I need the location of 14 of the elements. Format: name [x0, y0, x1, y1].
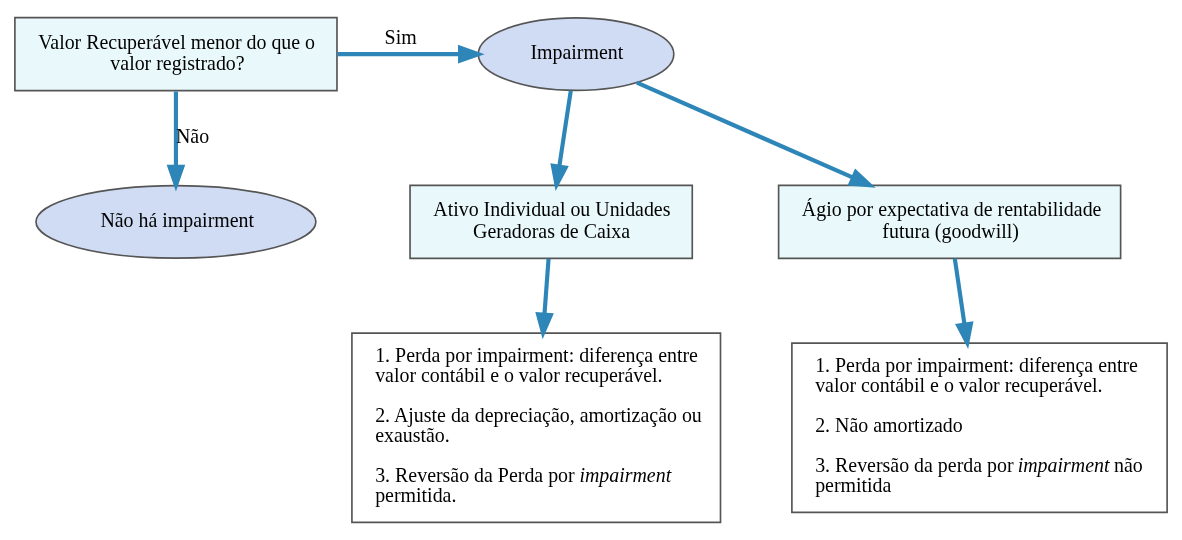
node-box: Ativo Individual ou Unidades Geradoras de Caixa [409, 184, 694, 260]
node-ellipse: Não há impairment [35, 184, 317, 259]
arrow [337, 44, 485, 64]
arrow [952, 258, 974, 350]
arrow [550, 90, 573, 192]
arrow [636, 80, 876, 188]
arrow [166, 91, 186, 192]
node-box: 1. Perda por impairment: diferença entre valor contábil e o valor recuperável. 2. Ajuste da depreciação, amortização ou exaustão. 3. Reversão da Perda por impairment permitida. [351, 332, 722, 524]
arrow [535, 258, 554, 340]
edge-label: Sim [384, 25, 417, 48]
node-ellipse: Impairment [477, 17, 675, 92]
node-box: Ágio por expectativa de rentabilidade futura (goodwill) [777, 184, 1122, 260]
node-box: 1. Perda por impairment: diferença entre valor contábil e o valor recuperável. 2. Não amortizado 3. Reversão da perda por impairment não permitida [791, 342, 1168, 514]
node-box: Valor Recuperável menor do que o valor registrado? [14, 16, 338, 92]
